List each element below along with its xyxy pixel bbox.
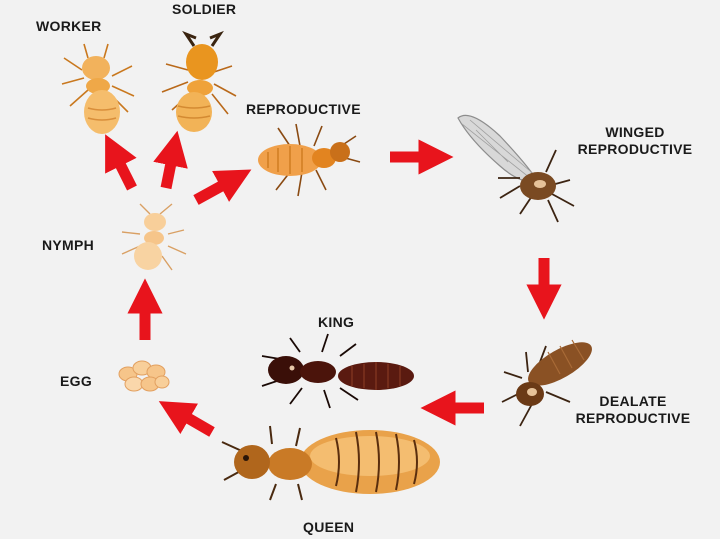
queen-termite-icon	[221, 425, 440, 501]
arrow-nymph-to-worker	[105, 134, 137, 191]
arrow-queen-to-egg	[158, 401, 215, 437]
dealate-reproductive-label-line2: REPRODUCTIVE	[575, 410, 691, 426]
reproductive-termite-icon	[258, 123, 361, 197]
worker-termite-icon	[61, 43, 135, 134]
nymph-label: NYMPH	[42, 237, 95, 253]
dealate-reproductive-label-line1: DEALATE	[599, 393, 667, 409]
arrow-nymph-to-reproductive	[193, 169, 252, 205]
egg-cluster-icon	[118, 360, 170, 392]
soldier-label: SOLDIER	[172, 1, 237, 17]
queen-label: QUEEN	[303, 519, 355, 535]
soldier-termite-icon	[161, 30, 237, 132]
winged-reproductive-label-line1: WINGED	[605, 124, 665, 140]
winged-reproductive-termite-icon	[457, 114, 575, 223]
reproductive-label: REPRODUCTIVE	[246, 101, 361, 117]
cycle-arrows	[105, 130, 562, 437]
winged-reproductive-label: WINGED REPRODUCTIVE	[560, 124, 710, 158]
king-termite-icon	[261, 333, 414, 409]
worker-label: WORKER	[36, 18, 102, 34]
dealate-reproductive-label: DEALATE REPRODUCTIVE	[558, 393, 708, 427]
egg-label: EGG	[60, 373, 93, 389]
nymph-termite-icon	[121, 203, 187, 271]
arrow-nymph-to-soldier	[153, 130, 188, 190]
dealate-reproductive-termite-icon	[501, 339, 592, 427]
king-label: KING	[318, 314, 355, 330]
winged-reproductive-label-line2: REPRODUCTIVE	[577, 141, 693, 157]
